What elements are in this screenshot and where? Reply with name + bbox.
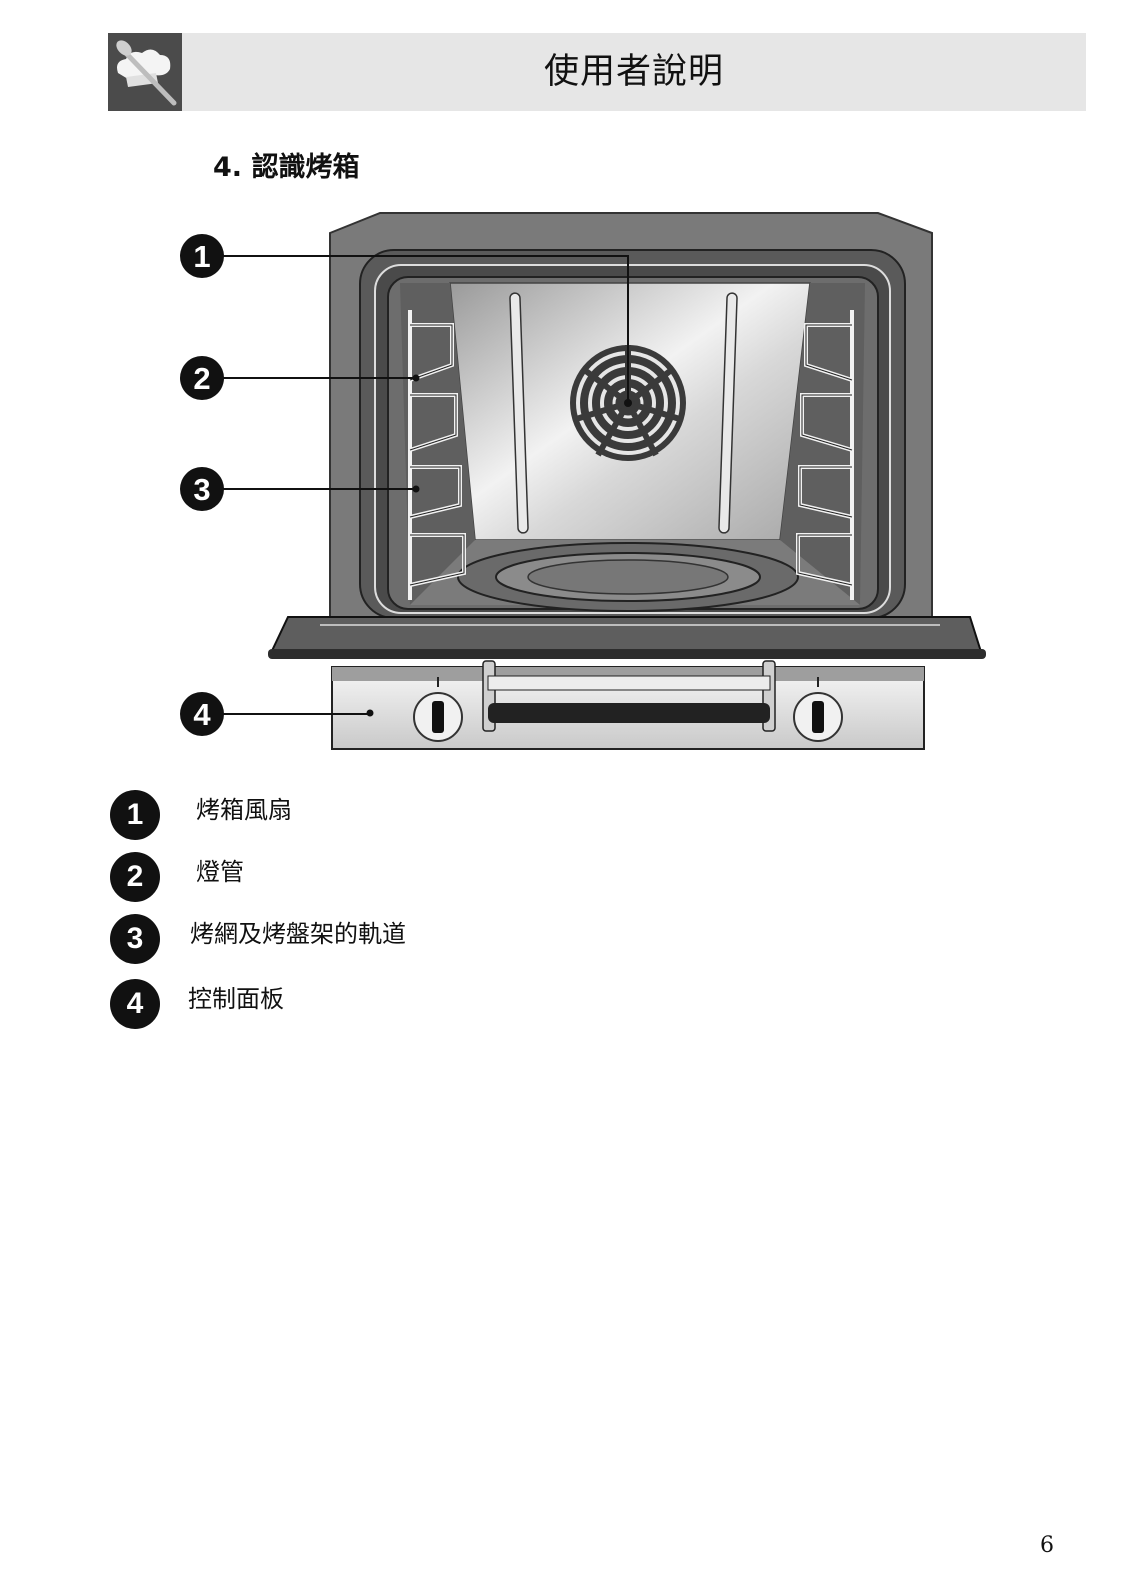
callout-4: 4 [180, 692, 224, 736]
oven-door [268, 616, 986, 659]
legend-number-badge: 4 [110, 979, 160, 1029]
callout-1-number: 1 [193, 239, 210, 274]
legend-number-badge: 2 [110, 852, 160, 902]
lamp-tubes [509, 292, 738, 534]
callout-4-number: 4 [193, 697, 211, 732]
legend-label: 控制面板 [188, 985, 284, 1013]
legend-label: 烤網及烤盤架的軌道 [190, 920, 406, 948]
section-title: 4. 認識烤箱 [213, 152, 360, 183]
legend-number-badge: 1 [110, 790, 160, 840]
chef-hat-spoon-icon [108, 33, 182, 111]
legend-item: 4 控制面板 [110, 979, 610, 1031]
legend-number-badge: 3 [110, 914, 160, 964]
callout-3: 3 [180, 467, 224, 511]
callout-2-number: 2 [193, 361, 210, 396]
callout-2: 2 [180, 356, 224, 400]
page-number: 6 [1040, 1533, 1054, 1558]
legend-item: 2 燈管 [110, 852, 610, 904]
page-title: 使用者說明 [543, 52, 724, 92]
oven-diagram: 1 2 3 4 [180, 212, 986, 750]
legend-item: 1 烤箱風扇 [110, 790, 610, 842]
callout-dots [412, 374, 420, 493]
legend-label: 烤箱風扇 [196, 796, 292, 824]
legend-item: 3 烤網及烤盤架的軌道 [110, 914, 610, 966]
control-panel [331, 660, 925, 750]
shelf-rails-left-outline [409, 324, 465, 586]
shelf-rails-right-outline [797, 324, 853, 586]
legend-label: 燈管 [196, 858, 244, 886]
callout-lines [222, 255, 629, 715]
callout-3-number: 3 [193, 472, 210, 507]
callout-1: 1 [180, 234, 224, 278]
header-bar [108, 33, 1086, 111]
